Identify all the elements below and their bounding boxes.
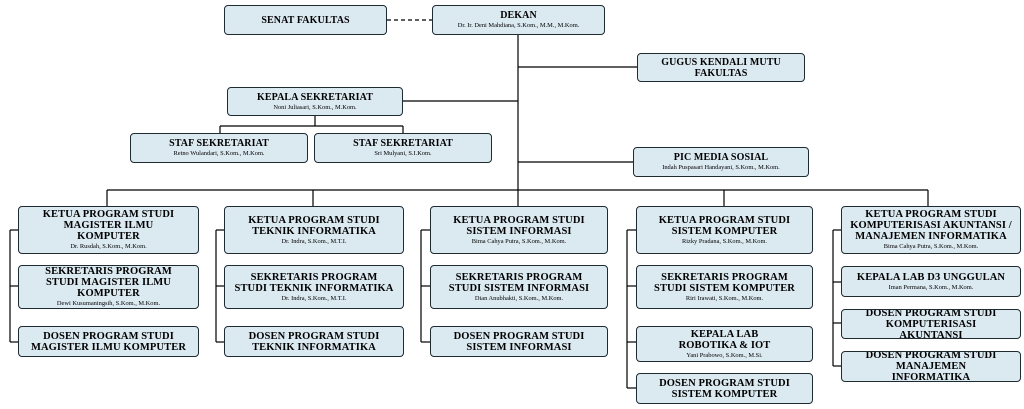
dosen-ka-title: DOSEN PROGRAM STUDI KOMPUTERISASI AKUNTA… — [865, 309, 997, 339]
pic-name: Indah Puspasari Handayani, S.Kom., M.Kom… — [662, 164, 780, 171]
kaprodi-si-name: Bima Cahya Putra, S.Kom., M.Kom. — [471, 237, 567, 245]
lab-d3-name: Iman Permana, S.Kom., M.Kom. — [888, 283, 974, 291]
staf2-name: Sri Mulyani, S.I.Kom. — [374, 150, 432, 157]
sekprodi-si-name: Dian Anubhakti, S.Kom., M.Kom. — [474, 294, 564, 302]
staf1-title: STAF SEKRETARIAT — [169, 138, 269, 149]
gugus-title: GUGUS KENDALI MUTU FAKULTAS — [661, 56, 781, 79]
dekan-name: Dr. Ir. Deni Mahdiana, S.Kom., M.M., M.K… — [457, 22, 580, 29]
gugus-kendali-box: GUGUS KENDALI MUTU FAKULTAS — [637, 53, 805, 82]
kaprodi-ka-mi-name: Bima Cahya Putra, S.Kom., M.Kom. — [883, 243, 979, 250]
kaprodi-sk-name: Rizky Pradana, S.Kom., M.Kom. — [681, 237, 768, 245]
lab-robotika-title: KEPALA LAB ROBOTIKA & IOT — [678, 328, 771, 351]
sekprodi-si-box: SEKRETARIS PROGRAM STUDI SISTEM INFORMAS… — [430, 265, 608, 309]
dosen-mik-box: DOSEN PROGRAM STUDI MAGISTER ILMU KOMPUT… — [18, 326, 199, 357]
kaprodi-si-title: KETUA PROGRAM STUDI SISTEM INFORMASI — [453, 214, 585, 237]
kaprodi-ka-mi-title: KETUA PROGRAM STUDI KOMPUTERISASI AKUNTA… — [850, 209, 1012, 242]
senat-title: SENAT FAKULTAS — [261, 14, 350, 26]
dekan-title: DEKAN — [500, 10, 537, 21]
dosen-ka-box: DOSEN PROGRAM STUDI KOMPUTERISASI AKUNTA… — [841, 309, 1021, 339]
dosen-ti-box: DOSEN PROGRAM STUDI TEKNIK INFORMATIKA — [224, 326, 404, 357]
sekprodi-si-title: SEKRETARIS PROGRAM STUDI SISTEM INFORMAS… — [448, 271, 590, 294]
staf2-title: STAF SEKRETARIAT — [353, 138, 453, 149]
dosen-si-title: DOSEN PROGRAM STUDI SISTEM INFORMASI — [453, 330, 585, 353]
kaprodi-ti-name: Dr. Indra, S.Kom., M.T.I. — [281, 237, 347, 245]
dosen-mi-box: DOSEN PROGRAM STUDI MANAJEMEN INFORMATIK… — [841, 351, 1021, 382]
kaprodi-sk-title: KETUA PROGRAM STUDI SISTEM KOMPUTER — [658, 214, 791, 237]
dosen-sk-title: DOSEN PROGRAM STUDI SISTEM KOMPUTER — [659, 377, 790, 400]
kepsek-name: Noni Juliasari, S.Kom., M.Kom. — [273, 103, 357, 111]
dosen-ti-title: DOSEN PROGRAM STUDI TEKNIK INFORMATIKA — [248, 330, 380, 353]
staf1-name: Retno Wulandari, S.Kom., M.Kom. — [173, 150, 265, 157]
lab-robotika-name: Yani Prabowo, S.Kom., M.Si. — [686, 351, 763, 359]
kaprodi-mik-name: Dr. Rusdah, S.Kom., M.Kom. — [70, 243, 147, 250]
dekan-box: DEKAN Dr. Ir. Deni Mahdiana, S.Kom., M.M… — [432, 5, 605, 35]
dosen-mi-title: DOSEN PROGRAM STUDI MANAJEMEN INFORMATIK… — [865, 351, 997, 382]
staf-sekretariat-2-box: STAF SEKRETARIAT Sri Mulyani, S.I.Kom. — [314, 133, 492, 163]
sekprodi-ti-name: Dr. Indra, S.Kom., M.T.I. — [281, 294, 347, 302]
sekprodi-mik-box: SEKRETARIS PROGRAM STUDI MAGISTER ILMU K… — [18, 265, 199, 309]
kepala-lab-robotika-box: KEPALA LAB ROBOTIKA & IOT Yani Prabowo, … — [636, 326, 813, 362]
sekprodi-ti-box: SEKRETARIS PROGRAM STUDI TEKNIK INFORMAT… — [224, 265, 404, 309]
sekprodi-sk-box: SEKRETARIS PROGRAM STUDI SISTEM KOMPUTER… — [636, 265, 813, 309]
kaprodi-ti-box: KETUA PROGRAM STUDI TEKNIK INFORMATIKA D… — [224, 206, 404, 254]
lab-d3-title: KEPALA LAB D3 UNGGULAN — [856, 271, 1006, 283]
kaprodi-ka-mi-box: KETUA PROGRAM STUDI KOMPUTERISASI AKUNTA… — [841, 206, 1021, 254]
staf-sekretariat-1-box: STAF SEKRETARIAT Retno Wulandari, S.Kom.… — [130, 133, 308, 163]
kaprodi-ti-title: KETUA PROGRAM STUDI TEKNIK INFORMATIKA — [248, 214, 380, 237]
senat-fakultas-box: SENAT FAKULTAS — [224, 5, 387, 35]
kaprodi-si-box: KETUA PROGRAM STUDI SISTEM INFORMASI Bim… — [430, 206, 608, 254]
sekprodi-mik-name: Dewi Kusumaningsih, S.Kom., M.Kom. — [56, 300, 161, 307]
kepala-lab-d3-box: KEPALA LAB D3 UNGGULAN Iman Permana, S.K… — [841, 266, 1021, 297]
kepsek-title: KEPALA SEKRETARIAT — [257, 91, 373, 103]
dosen-mik-title: DOSEN PROGRAM STUDI MAGISTER ILMU KOMPUT… — [30, 330, 187, 353]
dosen-sk-box: DOSEN PROGRAM STUDI SISTEM KOMPUTER — [636, 373, 813, 404]
sekprodi-sk-title: SEKRETARIS PROGRAM STUDI SISTEM KOMPUTER — [654, 271, 795, 294]
kaprodi-mik-box: KETUA PROGRAM STUDI MAGISTER ILMU KOMPUT… — [18, 206, 199, 254]
pic-media-sosial-box: PIC MEDIA SOSIAL Indah Puspasari Handaya… — [633, 147, 809, 177]
pic-title: PIC MEDIA SOSIAL — [673, 152, 769, 163]
sekprodi-ti-title: SEKRETARIS PROGRAM STUDI TEKNIK INFORMAT… — [234, 271, 394, 294]
kepala-sekretariat-box: KEPALA SEKRETARIAT Noni Juliasari, S.Kom… — [227, 87, 403, 116]
kaprodi-sk-box: KETUA PROGRAM STUDI SISTEM KOMPUTER Rizk… — [636, 206, 813, 254]
kaprodi-mik-title: KETUA PROGRAM STUDI MAGISTER ILMU KOMPUT… — [42, 209, 175, 242]
sekprodi-sk-name: Riri Irawati, S.Kom., M.Kom. — [685, 294, 764, 302]
dosen-si-box: DOSEN PROGRAM STUDI SISTEM INFORMASI — [430, 326, 608, 357]
sekprodi-mik-title: SEKRETARIS PROGRAM STUDI MAGISTER ILMU K… — [45, 266, 172, 299]
